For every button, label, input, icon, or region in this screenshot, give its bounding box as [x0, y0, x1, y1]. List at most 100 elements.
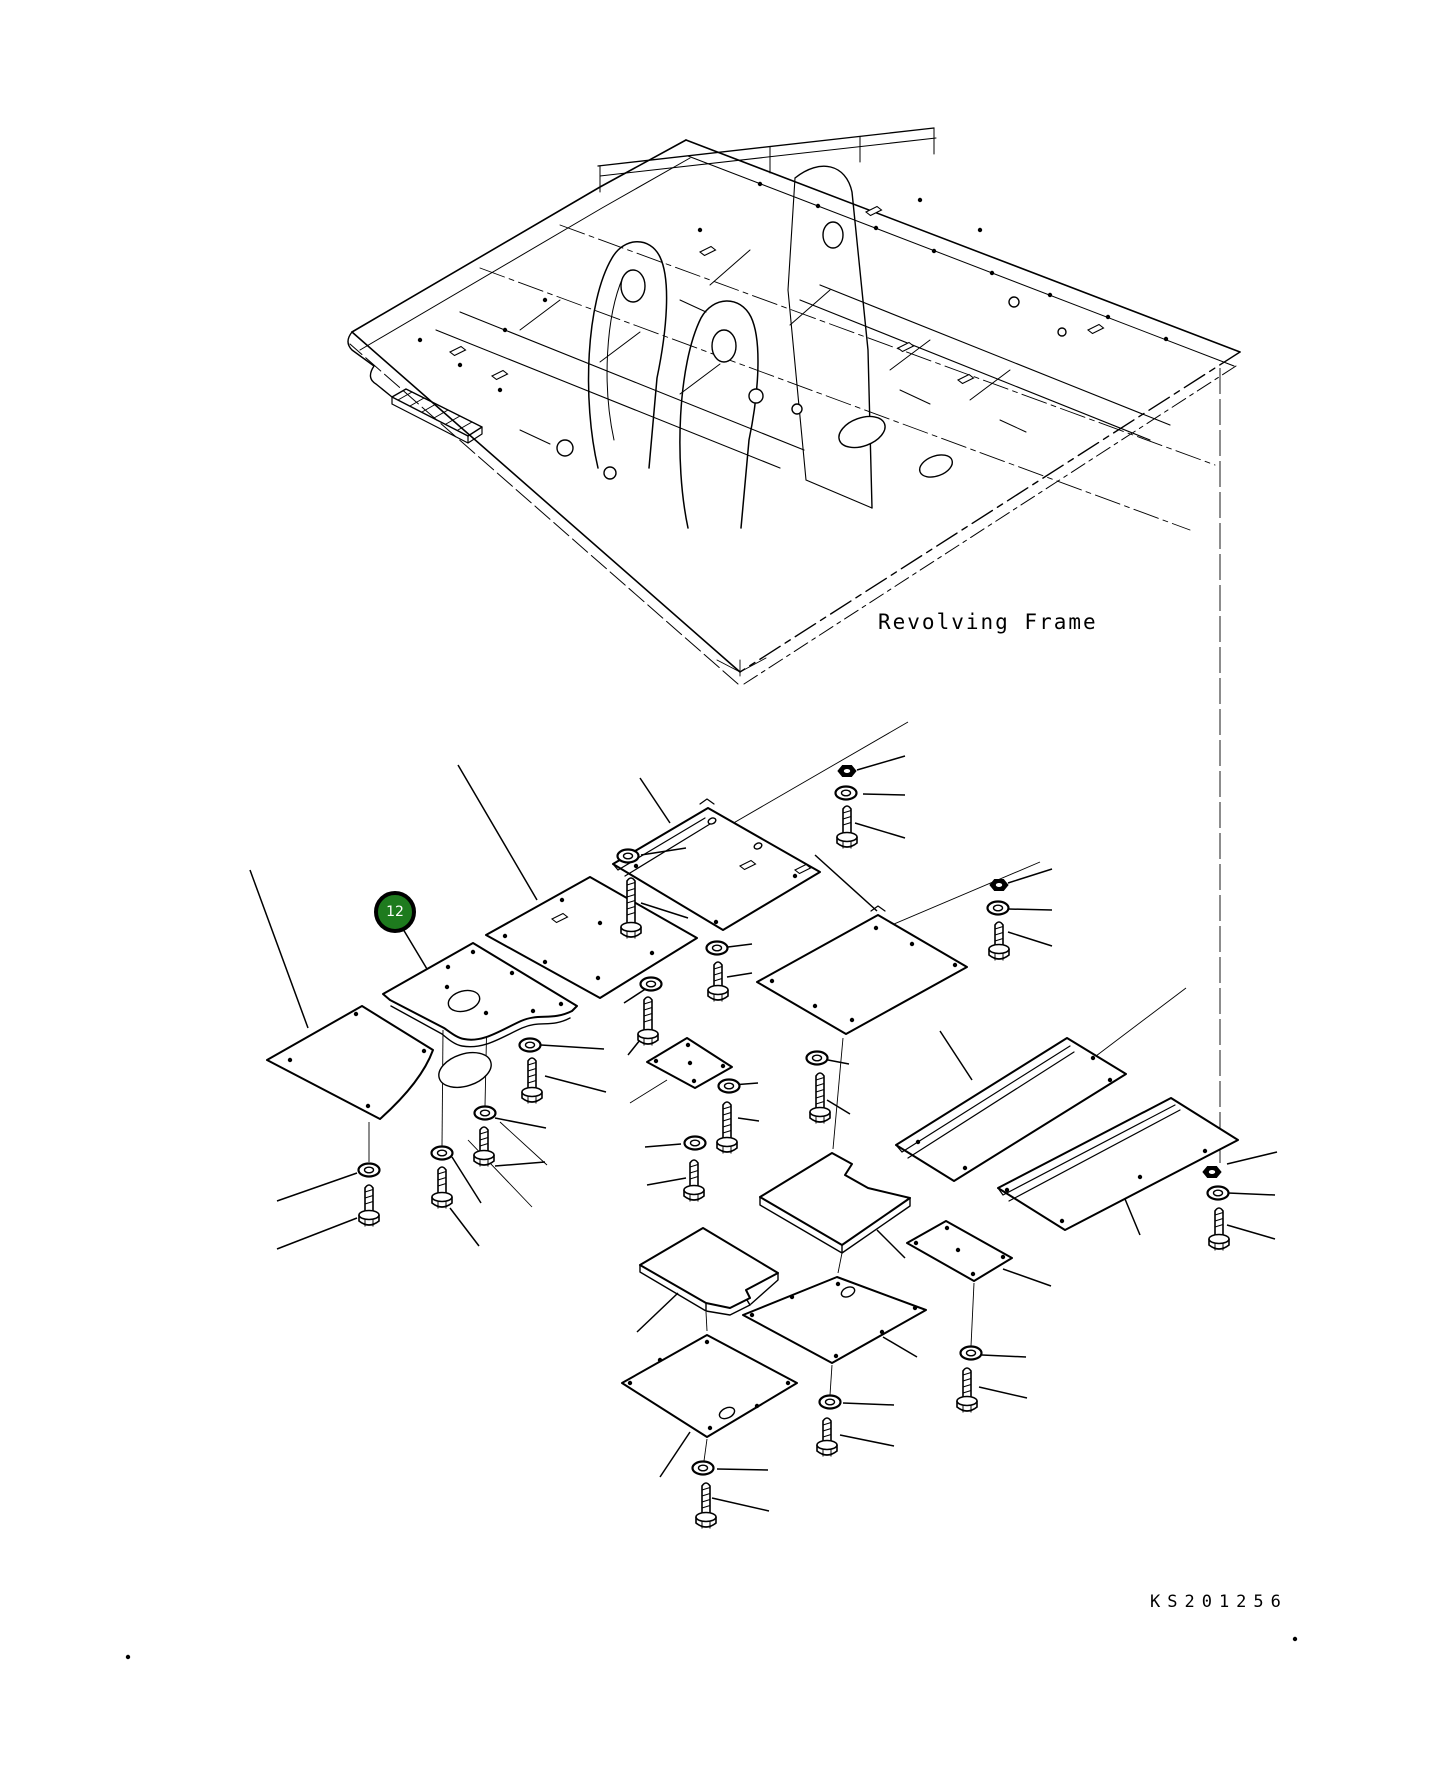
hole-dot	[757, 181, 763, 187]
washer-icon	[691, 1460, 715, 1476]
bolt-icon	[695, 1482, 717, 1529]
bolt-icon	[521, 1057, 543, 1104]
washer-icon	[357, 1162, 381, 1178]
dashdot-axis-2	[559, 224, 1216, 466]
hole-ellipse	[438, 1051, 492, 1089]
hole-ellipse	[838, 415, 886, 449]
washer-icon	[986, 900, 1010, 916]
bolt-icon	[358, 1184, 380, 1227]
washer-icon	[430, 1145, 454, 1161]
plate-top-p1	[612, 807, 821, 931]
thin-line	[879, 861, 1041, 931]
hole-dot	[595, 975, 601, 981]
hole-dot	[912, 1305, 918, 1311]
thick1-thickness	[759, 1196, 911, 1254]
vertical-link-line	[837, 1252, 843, 1274]
hole-dot	[1107, 1077, 1113, 1083]
washer-icon	[683, 1135, 707, 1151]
thick2-thickness	[639, 1264, 779, 1316]
leader-line	[276, 1172, 358, 1202]
hole-dot	[1090, 1055, 1096, 1061]
hole-ellipse	[1057, 327, 1067, 337]
leader-line	[842, 1402, 895, 1406]
hole-dot	[1004, 1187, 1010, 1193]
bolt-icon	[637, 996, 659, 1046]
leader-line	[737, 1117, 760, 1122]
leader-line	[249, 869, 309, 1029]
hole-dot	[657, 1357, 663, 1363]
hole-ellipse	[791, 403, 803, 415]
bolt-icon	[716, 1101, 738, 1154]
hole-dot	[909, 941, 915, 947]
tower3-a	[794, 165, 873, 509]
hole-dot	[445, 964, 451, 970]
leader-line	[814, 854, 878, 912]
bolt-icon	[809, 1072, 831, 1124]
nw-rim-inner	[359, 157, 691, 351]
hole-dot	[989, 270, 995, 276]
hole-dot	[125, 1654, 131, 1660]
bolt-icon	[683, 1159, 705, 1202]
thin-line	[629, 1079, 668, 1104]
washer-icon	[473, 1105, 497, 1121]
hole-dot	[962, 1165, 968, 1171]
plate-long1	[895, 1037, 1127, 1182]
hole-dot	[1292, 1636, 1298, 1642]
hole-dot	[917, 197, 923, 203]
leader-line	[876, 1229, 906, 1259]
hole-dot	[1000, 1254, 1006, 1260]
hole-dot	[707, 1425, 713, 1431]
leader-line	[854, 822, 906, 839]
bolt-icon	[956, 1367, 978, 1413]
small-rect-hole	[793, 863, 812, 875]
small-rect-hole	[956, 373, 975, 385]
holes-and-gaskets	[438, 205, 1105, 1420]
p3-tab	[870, 905, 886, 912]
hole-dot	[1202, 1148, 1208, 1154]
fasteners	[357, 765, 1230, 1529]
leader-line	[457, 764, 538, 901]
vertical-link-line	[441, 1029, 444, 1147]
small-rect-hole	[1086, 323, 1105, 335]
hole-ellipse	[1008, 296, 1020, 308]
se-rim-inner	[743, 365, 1237, 685]
bolt-icon	[1208, 1207, 1230, 1251]
plate-left	[266, 1005, 434, 1120]
hole-dot	[944, 1225, 950, 1231]
small-rect-hole	[448, 345, 467, 357]
tower1-outer	[587, 241, 668, 469]
beam-posts	[599, 127, 935, 193]
hole-dot	[873, 225, 879, 231]
leader-line	[1007, 868, 1053, 884]
small-rect-hole	[550, 912, 569, 924]
hole-dot	[955, 1247, 961, 1253]
hole-dot	[833, 1353, 839, 1359]
hole-ellipse	[822, 221, 844, 249]
vertical-link-line	[832, 1037, 844, 1150]
leader-line	[623, 987, 648, 1004]
hole-dot	[691, 1078, 697, 1084]
hole-dot	[704, 1339, 710, 1345]
hole-ellipse	[707, 817, 717, 825]
bolt-icon	[988, 921, 1010, 961]
leader-line	[826, 1099, 851, 1115]
washer-icon	[705, 940, 729, 956]
leader-line	[1002, 1268, 1052, 1287]
leader-line	[716, 1468, 769, 1471]
thin-reference-lines	[368, 368, 1221, 1462]
long1-fold	[895, 1045, 1075, 1159]
tower2-outer	[679, 300, 759, 529]
washer-icon	[616, 848, 640, 864]
hole-ellipse	[447, 989, 481, 1013]
hole-dot	[685, 1042, 691, 1048]
sw-rim-inner	[349, 343, 739, 685]
callout-balloon-12: 12	[374, 891, 416, 933]
hole-dot	[542, 297, 548, 303]
hole-dot	[931, 248, 937, 254]
leader-line	[451, 1156, 482, 1204]
ne-rim-inner	[687, 155, 1235, 367]
drawing-code-label: KS201256	[1150, 1592, 1288, 1612]
hole-dot	[812, 1003, 818, 1009]
hole-dot	[457, 362, 463, 368]
washer-icon	[818, 1394, 842, 1410]
